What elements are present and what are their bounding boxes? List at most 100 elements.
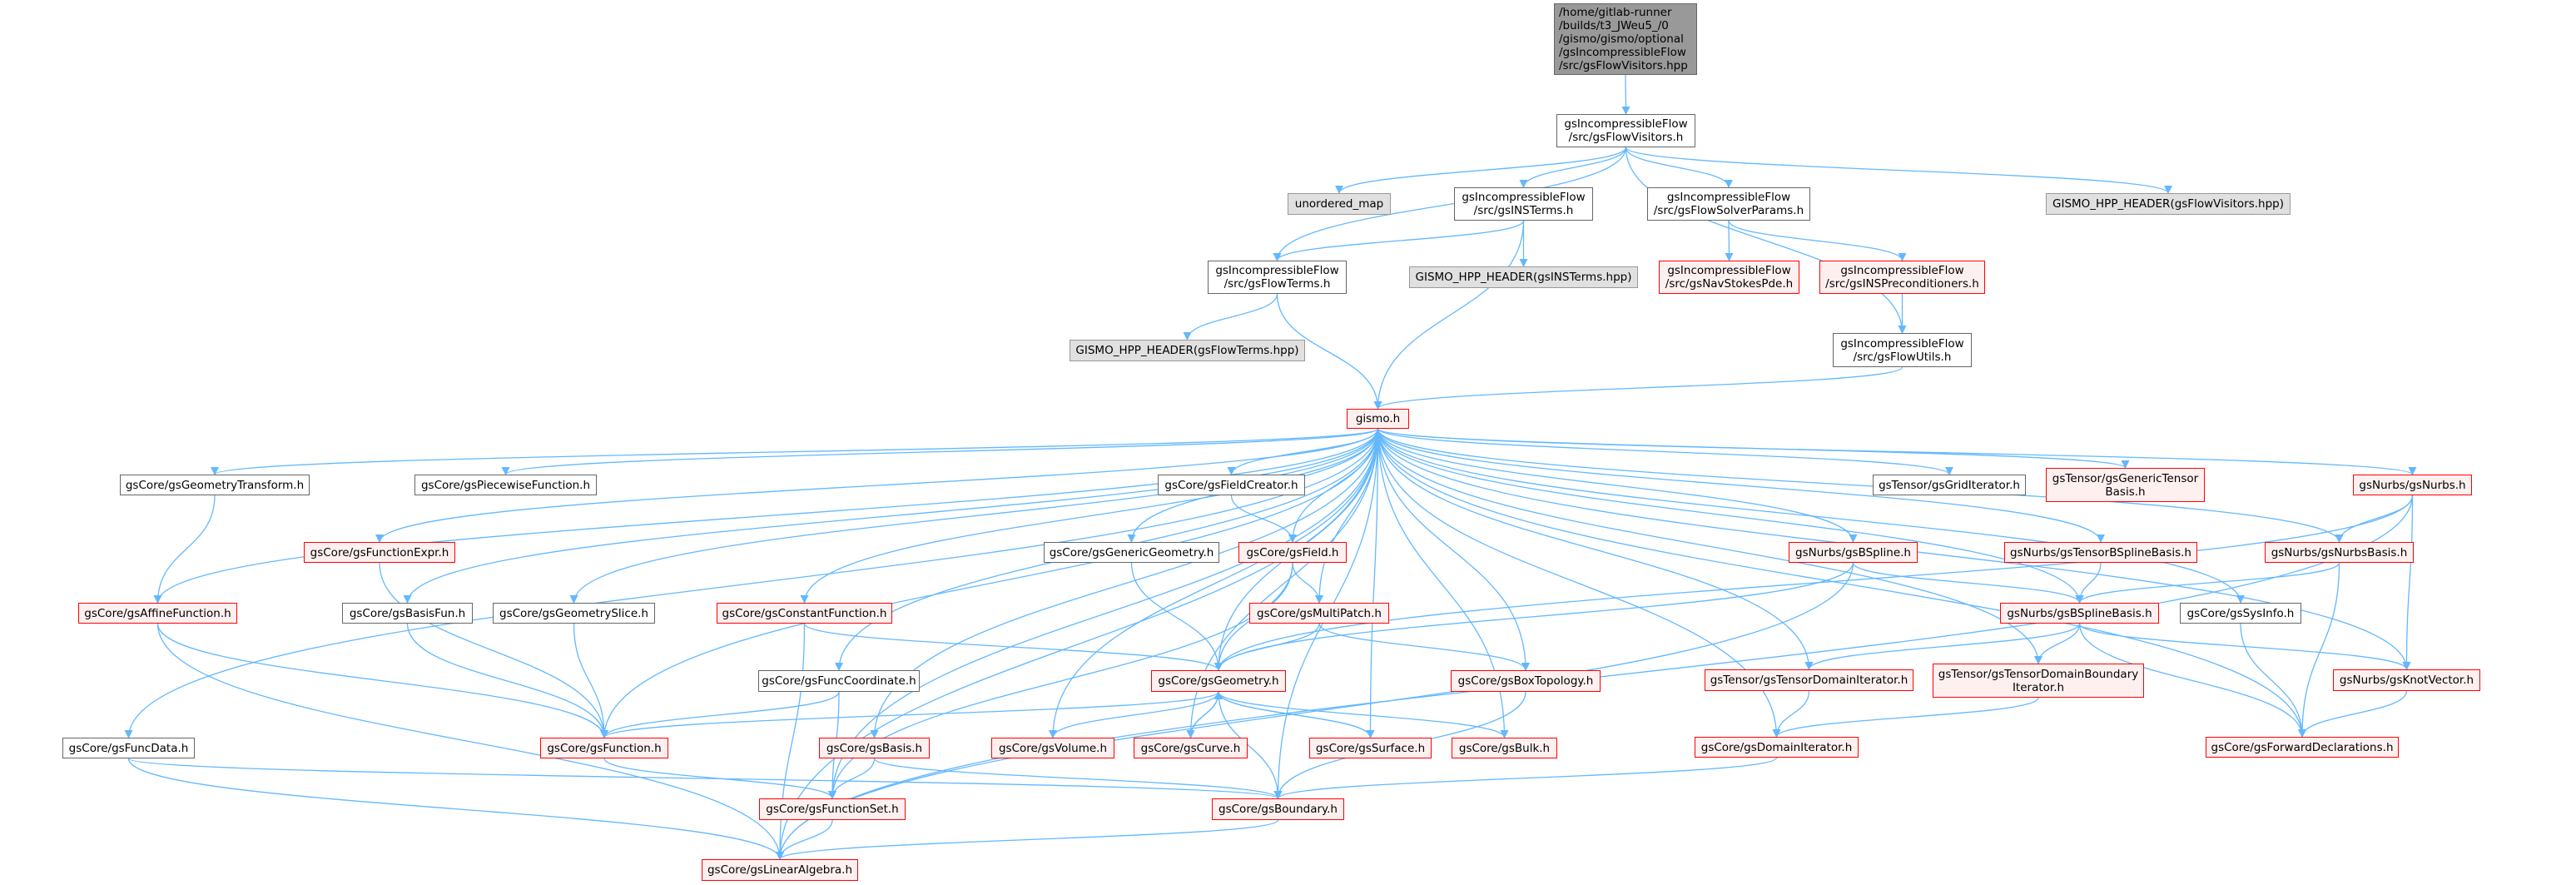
edge-bnd-to-la bbox=[776, 819, 1279, 860]
node-gtb[interactable]: gsTensor/gsGenericTensor Basis.h bbox=[2046, 468, 2205, 502]
node-fu[interactable]: gsIncompressibleFlow /src/gsFlowUtils.h bbox=[1833, 333, 1972, 367]
node-geo[interactable]: gsCore/gsGeometry.h bbox=[1151, 670, 1286, 692]
node-ghins: GISMO_HPP_HEADER(gsINSTerms.hpp) bbox=[1409, 266, 1638, 288]
node-insp[interactable]: gsIncompressibleFlow /src/gsINSPrecondit… bbox=[1819, 261, 1985, 294]
node-label: GISMO_HPP_HEADER(gsFlowVisitors.hpp) bbox=[2052, 197, 2284, 211]
edge-fv-to-ft bbox=[1273, 147, 1627, 261]
edge-surf-to-geo bbox=[1214, 691, 1372, 738]
node-label: gsCore/gsDomainIterator.h bbox=[1700, 740, 1853, 754]
node-label: gsCore/gsSysInfo.h bbox=[2186, 606, 2295, 620]
node-label: gsTensor/gsTensorDomainBoundary Iterator… bbox=[1938, 667, 2139, 694]
node-bnd[interactable]: gsCore/gsBoundary.h bbox=[1212, 798, 1344, 820]
node-label: gsTensor/gsGenericTensor Basis.h bbox=[2052, 471, 2199, 499]
node-label: gsIncompressibleFlow /src/gsFlowSolverPa… bbox=[1653, 191, 1804, 217]
edge-bsb-to-kv bbox=[2078, 623, 2411, 670]
node-fcr[interactable]: gsCore/gsFieldCreator.h bbox=[1158, 475, 1305, 495]
node-bspl[interactable]: gsNurbs/gsBSpline.h bbox=[1789, 542, 1918, 563]
node-gismo[interactable]: gismo.h bbox=[1347, 409, 1409, 429]
node-gtr[interactable]: gsCore/gsGeometryTransform.h bbox=[120, 475, 310, 495]
node-label: gsCore/gsCurve.h bbox=[1140, 741, 1241, 755]
node-fv[interactable]: gsIncompressibleFlow /src/gsFlowVisitors… bbox=[1556, 114, 1695, 147]
node-curve[interactable]: gsCore/gsCurve.h bbox=[1134, 738, 1248, 758]
edge-gismo-to-bfun bbox=[403, 428, 1379, 604]
node-mp[interactable]: gsCore/gsMultiPatch.h bbox=[1249, 603, 1389, 624]
node-sys[interactable]: gsCore/gsSysInfo.h bbox=[2180, 603, 2301, 624]
node-di[interactable]: gsCore/gsDomainIterator.h bbox=[1695, 737, 1859, 758]
node-nurbs[interactable]: gsNurbs/gsNurbs.h bbox=[2353, 475, 2472, 495]
node-nb[interactable]: gsNurbs/gsNurbsBasis.h bbox=[2265, 542, 2414, 563]
edge-gismo-to-fexpr bbox=[375, 428, 1379, 543]
node-label: gsIncompressibleFlow /src/gsFlowTerms.h bbox=[1215, 264, 1339, 291]
node-basis[interactable]: gsCore/gsBasis.h bbox=[819, 738, 930, 758]
edge-fv-to-ghfv bbox=[1625, 147, 2172, 194]
edge-gismo-to-la bbox=[776, 428, 1379, 860]
node-cf[interactable]: gsCore/gsConstantFunction.h bbox=[717, 603, 892, 624]
node-label: /home/gitlab-runner /builds/t3_JWeu5_/0 … bbox=[1559, 6, 1688, 72]
node-label: gsCore/gsFuncCoordinate.h bbox=[762, 674, 916, 688]
node-kv[interactable]: gsNurbs/gsKnotVector.h bbox=[2333, 669, 2480, 691]
edge-fv-to-ins bbox=[1519, 147, 1627, 188]
edge-gismo-to-fset bbox=[828, 428, 1379, 799]
edge-aff-to-func bbox=[156, 623, 608, 738]
node-fdata[interactable]: gsCore/gsFuncData.h bbox=[62, 738, 195, 758]
node-la[interactable]: gsCore/gsLinearAlgebra.h bbox=[702, 859, 858, 881]
node-root[interactable]: /home/gitlab-runner /builds/t3_JWeu5_/0 … bbox=[1554, 3, 1697, 75]
edge-gismo-to-bspl bbox=[1377, 428, 1858, 543]
node-gsl[interactable]: gsCore/gsGeometrySlice.h bbox=[493, 603, 655, 624]
node-grid[interactable]: gsTensor/gsGridIterator.h bbox=[1873, 475, 2026, 495]
edge-field-to-mp bbox=[1292, 562, 1323, 604]
edge-sys-to-fwd bbox=[2240, 623, 2306, 738]
node-ins[interactable]: gsIncompressibleFlow /src/gsINSTerms.h bbox=[1454, 187, 1593, 221]
node-label: gsCore/gsVolume.h bbox=[998, 741, 1108, 755]
node-fset[interactable]: gsCore/gsFunctionSet.h bbox=[759, 798, 906, 820]
edge-ft-to-ghft bbox=[1183, 293, 1278, 341]
node-label: gsCore/gsFieldCreator.h bbox=[1164, 478, 1298, 492]
edge-bspl-to-bsb bbox=[1852, 562, 2084, 604]
edge-gsl-to-func bbox=[573, 623, 608, 738]
node-label: gsIncompressibleFlow /src/gsINSPrecondit… bbox=[1825, 264, 1979, 291]
node-fexpr[interactable]: gsCore/gsFunctionExpr.h bbox=[304, 542, 455, 563]
node-label: gsCore/gsPiecewiseFunction.h bbox=[420, 478, 591, 492]
node-tdbi[interactable]: gsTensor/gsTensorDomainBoundary Iterator… bbox=[1933, 664, 2144, 698]
node-label: gsNurbs/gsBSplineBasis.h bbox=[2007, 606, 2152, 620]
edge-gismo-to-pwf bbox=[501, 428, 1379, 475]
node-label: gsCore/gsAffineFunction.h bbox=[84, 606, 231, 620]
node-fwd[interactable]: gsCore/gsForwardDeclarations.h bbox=[2206, 737, 2399, 758]
node-label: gsCore/gsGenericGeometry.h bbox=[1049, 545, 1214, 559]
node-tbsb[interactable]: gsNurbs/gsTensorBSplineBasis.h bbox=[2004, 542, 2197, 563]
node-ft[interactable]: gsIncompressibleFlow /src/gsFlowTerms.h bbox=[1208, 261, 1347, 294]
node-label: gsTensor/gsGridIterator.h bbox=[1879, 478, 2020, 492]
node-bulk[interactable]: gsCore/gsBulk.h bbox=[1452, 738, 1557, 758]
node-label: gsCore/gsBasisFun.h bbox=[349, 606, 466, 620]
node-nsp[interactable]: gsIncompressibleFlow /src/gsNavStokesPde… bbox=[1659, 261, 1799, 294]
node-pwf[interactable]: gsCore/gsPiecewiseFunction.h bbox=[414, 475, 597, 495]
edge-gismo-to-nurbs bbox=[1377, 428, 2417, 475]
edge-kv-to-fwd bbox=[2298, 690, 2408, 738]
edge-fv-to-fu bbox=[1625, 147, 1907, 334]
edge-geo-to-bnd bbox=[1218, 691, 1283, 799]
node-label: gsNurbs/gsKnotVector.h bbox=[2339, 674, 2474, 687]
edge-nurbs-to-geo bbox=[1214, 495, 2414, 671]
node-surf[interactable]: gsCore/gsSurface.h bbox=[1309, 738, 1432, 758]
node-func[interactable]: gsCore/gsFunction.h bbox=[540, 738, 668, 758]
node-label: gsCore/gsFunctionExpr.h bbox=[310, 545, 449, 559]
edge-bsb-to-fwd bbox=[2078, 623, 2306, 738]
edge-gismo-to-fcr bbox=[1227, 428, 1379, 475]
node-aff[interactable]: gsCore/gsAffineFunction.h bbox=[78, 603, 237, 624]
edge-nurbs-to-kv bbox=[2402, 495, 2414, 670]
node-vol[interactable]: gsCore/gsVolume.h bbox=[991, 738, 1114, 758]
node-bsb[interactable]: gsNurbs/gsBSplineBasis.h bbox=[2000, 603, 2159, 624]
node-label: gsIncompressibleFlow /src/gsINSTerms.h bbox=[1462, 191, 1586, 217]
node-bfun[interactable]: gsCore/gsBasisFun.h bbox=[342, 603, 473, 624]
node-fco[interactable]: gsCore/gsFuncCoordinate.h bbox=[758, 670, 920, 692]
edge-gismo-to-tbsb bbox=[1377, 428, 2105, 543]
node-label: gsIncompressibleFlow /src/gsFlowVisitors… bbox=[1564, 117, 1688, 144]
edge-geo-to-func bbox=[600, 691, 1219, 738]
node-gengeo[interactable]: gsCore/gsGenericGeometry.h bbox=[1044, 542, 1219, 563]
node-tdi[interactable]: gsTensor/gsTensorDomainIterator.h bbox=[1705, 669, 1913, 691]
node-fsp[interactable]: gsIncompressibleFlow /src/gsFlowSolverPa… bbox=[1647, 187, 1810, 221]
edge-gismo-to-surf bbox=[1366, 428, 1379, 738]
node-boxt[interactable]: gsCore/gsBoxTopology.h bbox=[1451, 670, 1601, 692]
node-label: gsCore/gsMultiPatch.h bbox=[1257, 606, 1382, 620]
node-field[interactable]: gsCore/gsField.h bbox=[1238, 542, 1347, 563]
